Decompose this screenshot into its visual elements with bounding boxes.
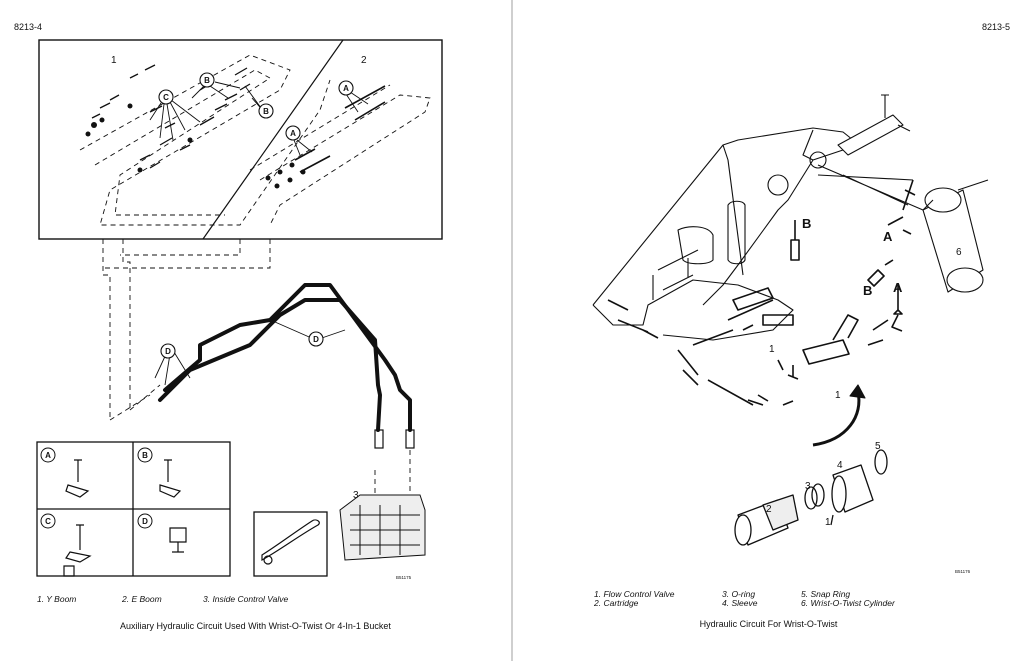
page-number-right: 8213-5 <box>981 22 1010 32</box>
legend-item-1: 1. Flow Control Valve <box>594 589 675 599</box>
page-number-left: 8213-4 <box>14 22 43 32</box>
legend-item-2: 2. Cartridge <box>594 598 639 608</box>
detail-a-label: A <box>45 451 51 460</box>
legend-item-2: 2. E Boom <box>122 594 162 604</box>
label-1: 1 <box>111 55 117 66</box>
page-spine <box>511 0 513 661</box>
callout-b-1: B <box>204 76 210 85</box>
label-b-1: B <box>802 216 811 231</box>
callout-a-1: A <box>343 84 349 93</box>
figure-code-left: B51175 <box>396 575 412 580</box>
detail-b-label: B <box>142 451 148 460</box>
legend-item-5: 5. Snap Ring <box>801 589 851 599</box>
callout-c: C <box>163 93 169 102</box>
label-1b: 1 <box>835 390 841 401</box>
label-5: 5 <box>875 441 881 452</box>
detail-d-label: D <box>142 517 148 526</box>
label-4: 4 <box>837 460 843 471</box>
figure-code-right: B51176 <box>955 569 971 574</box>
legend-item-3: 3. Inside Control Valve <box>203 594 289 604</box>
label-b-2: B <box>863 283 872 298</box>
callout-d-1: D <box>165 347 171 356</box>
label-6: 6 <box>956 247 962 258</box>
legend-item-3: 3. O-ring <box>722 589 756 599</box>
label-a-2: A <box>893 280 903 295</box>
label-2: 2 <box>766 504 772 515</box>
boom-frame <box>38 39 443 240</box>
callout-a-2: A <box>290 129 296 138</box>
right-page: 8213-5 <box>513 0 1024 661</box>
auxiliary-circuit-diagram: 1 2 3 C B B A A D D A B C D B51175 <box>36 39 443 580</box>
label-3: 3 <box>353 490 359 501</box>
label-1c: 1 <box>825 517 831 528</box>
caption-right: Hydraulic Circuit For Wrist-O-Twist <box>699 619 838 629</box>
caption-left: Auxiliary Hydraulic Circuit Used With Wr… <box>120 621 391 631</box>
legend-item-1: 1. Y Boom <box>37 594 77 604</box>
wrist-o-twist-diagram: 1 1 1 2 3 4 5 6 B A B A B51176 <box>592 94 989 574</box>
label-1a: 1 <box>769 344 775 355</box>
callout-b-2: B <box>263 107 269 116</box>
callout-d-2: D <box>313 335 319 344</box>
label-a-1: A <box>883 229 893 244</box>
legend-item-4: 4. Sleeve <box>722 598 758 608</box>
label-2: 2 <box>361 55 367 66</box>
label-3: 3 <box>805 481 811 492</box>
legend-item-6: 6. Wrist-O-Twist Cylinder <box>801 598 895 608</box>
left-page: 8213-4 <box>0 0 511 661</box>
detail-c-label: C <box>45 517 51 526</box>
